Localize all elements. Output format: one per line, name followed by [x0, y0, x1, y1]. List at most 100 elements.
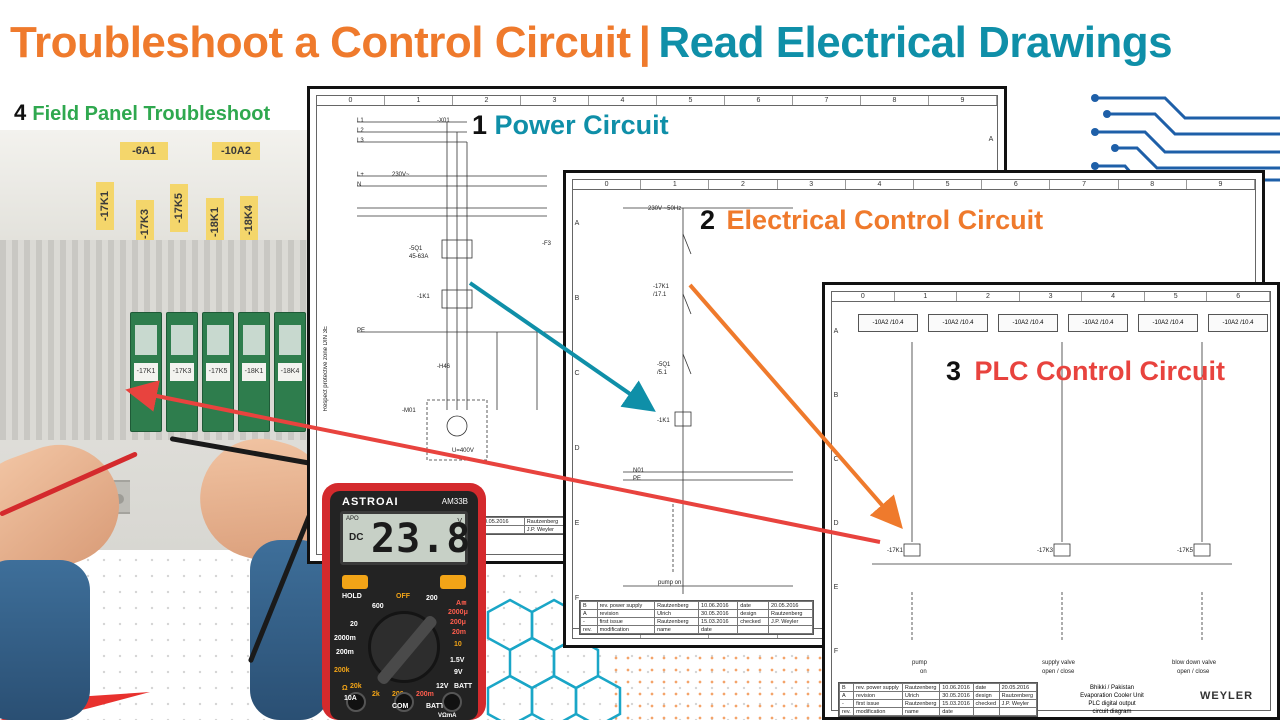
dial-label-2000u: 2000μ [448, 609, 468, 616]
dial-label-batt: BATT [454, 683, 473, 690]
plc-output-module: -10A2 /10.4 [858, 314, 918, 332]
relay-label: -17K1 [134, 363, 158, 381]
sheet2-row-d: D [574, 445, 580, 452]
plc-output-module: -10A2 /10.4 [928, 314, 988, 332]
column-number: 0 [573, 180, 642, 189]
sheet2-row-c: C [574, 370, 580, 377]
sheet3-footer-on: on [920, 669, 927, 675]
sheet2-text-n01: N01 [633, 468, 645, 474]
function-button[interactable] [440, 575, 466, 589]
title-separator: | [638, 18, 651, 67]
jack-com[interactable] [394, 692, 414, 712]
project-line: PLC digital output [1088, 701, 1136, 707]
sheet1-schematic-lines [357, 121, 567, 461]
dial-label-2k: 2k [372, 691, 380, 698]
jack-vohm[interactable] [442, 692, 462, 712]
section-title: Electrical Control Circuit [726, 205, 1044, 235]
dial-label-9v: 9V [454, 669, 463, 676]
jack-label-vohm: VΩmA [438, 713, 457, 719]
section-number: 1 [472, 110, 488, 140]
dial-label-ohm: Ω [342, 685, 348, 692]
sheet2-row-e: E [574, 520, 580, 527]
relay-label: -17K3 [170, 363, 194, 381]
sheet1-text-m01: -M01 [402, 408, 416, 414]
column-number: 3 [778, 180, 846, 189]
column-number: 4 [589, 96, 657, 105]
sheet3-footer-open-close-1: open / close [1042, 669, 1075, 675]
sheet2-text-17k1-ref: /17.1 [653, 292, 667, 298]
sheet1-text-5q1: -5Q1 [409, 246, 423, 252]
dial-label-200k: 200k [334, 667, 350, 674]
sheet2-text-5q1: -5Q1 [657, 362, 671, 368]
sheet1-text-x01: -X01 [437, 118, 450, 124]
sheet3-coil-17k1: -17K1 [887, 548, 904, 554]
sheet2-text-17k1: -17K1 [653, 284, 670, 290]
column-number: 8 [861, 96, 929, 105]
background-orange-dots [610, 640, 840, 720]
title-block-cell [998, 707, 1038, 716]
title-part-1: Troubleshoot a Control Circuit [10, 18, 631, 67]
display-apo: APO [346, 516, 359, 522]
sheet3-footer-open-close-2: open / close [1177, 669, 1210, 675]
dial-label-200m-a: 200m [416, 691, 434, 698]
column-number: 6 [982, 180, 1051, 189]
plc-output-module: -10A2 /10.4 [1208, 314, 1268, 332]
jack-10a[interactable] [346, 692, 366, 712]
rotary-selector-dial[interactable] [368, 611, 440, 687]
relay-label: -17K5 [206, 363, 230, 381]
column-number: 2 [709, 180, 778, 189]
section-label-control-circuit: 2 Electrical Control Circuit [700, 205, 1043, 236]
sheet3-footer-supply-valve: supply valve [1042, 660, 1076, 666]
sheet3-row-f: F [833, 648, 839, 655]
sheet3-coil-17k3: -17K3 [1037, 548, 1054, 554]
plc-output-module: -10A2 /10.4 [998, 314, 1058, 332]
title-part-2: Read Electrical Drawings [658, 18, 1173, 67]
title-block-cell: modification [596, 625, 656, 634]
sheet2-row-f: F [574, 595, 580, 602]
sheet1-text-1k1: -1K1 [417, 294, 430, 300]
arrow-plc-to-panel [125, 380, 881, 544]
column-number: 1 [641, 180, 710, 189]
section-number: 2 [700, 205, 716, 235]
dial-label-20: 20 [350, 621, 358, 628]
sheet2-row-b: B [574, 295, 580, 302]
display-unit: V [457, 518, 462, 525]
sheet3-schematic-lines [872, 342, 1232, 642]
column-number: 0 [317, 96, 385, 105]
section-title: Power Circuit [494, 110, 669, 140]
sheet2-text-5q1-ref: /5.1 [657, 370, 668, 376]
hold-button[interactable] [342, 575, 368, 589]
sheet1-text-f3: -F3 [542, 241, 551, 247]
section-number: 4 [14, 100, 27, 125]
sheet1-text-h46: -H46 [437, 364, 451, 370]
column-number: 5 [1145, 292, 1208, 301]
column-number: 3 [521, 96, 589, 105]
column-number: 0 [832, 292, 895, 301]
section-title: PLC Control Circuit [974, 356, 1226, 386]
hold-label: HOLD [342, 593, 362, 600]
relay-label: -18K4 [278, 363, 302, 381]
column-number: 6 [725, 96, 793, 105]
relay-17k3: -17K3 [166, 312, 198, 432]
multimeter-model: AM33B [441, 497, 468, 506]
sheet3-row-a: A [833, 328, 839, 335]
dial-label-10: 10 [454, 641, 462, 648]
column-number: 7 [793, 96, 861, 105]
plc-output-module: -10A2 /10.4 [1138, 314, 1198, 332]
multimeter-brand: ASTROAI [342, 496, 399, 508]
column-number: 5 [657, 96, 725, 105]
section-label-field-panel: 4 Field Panel Troubleshoot [14, 100, 270, 126]
column-number: 4 [846, 180, 915, 189]
sheet3-row-b: B [833, 392, 839, 399]
dial-label-200: 200 [426, 595, 438, 602]
dial-label-20k: 20k [350, 683, 362, 690]
sheet1-text-pe: PE [357, 328, 366, 334]
sheet1-text-n: N [357, 182, 362, 188]
sheet2-text-pump-on: pump on [658, 580, 682, 586]
hexagon-pattern-icon [486, 598, 622, 720]
